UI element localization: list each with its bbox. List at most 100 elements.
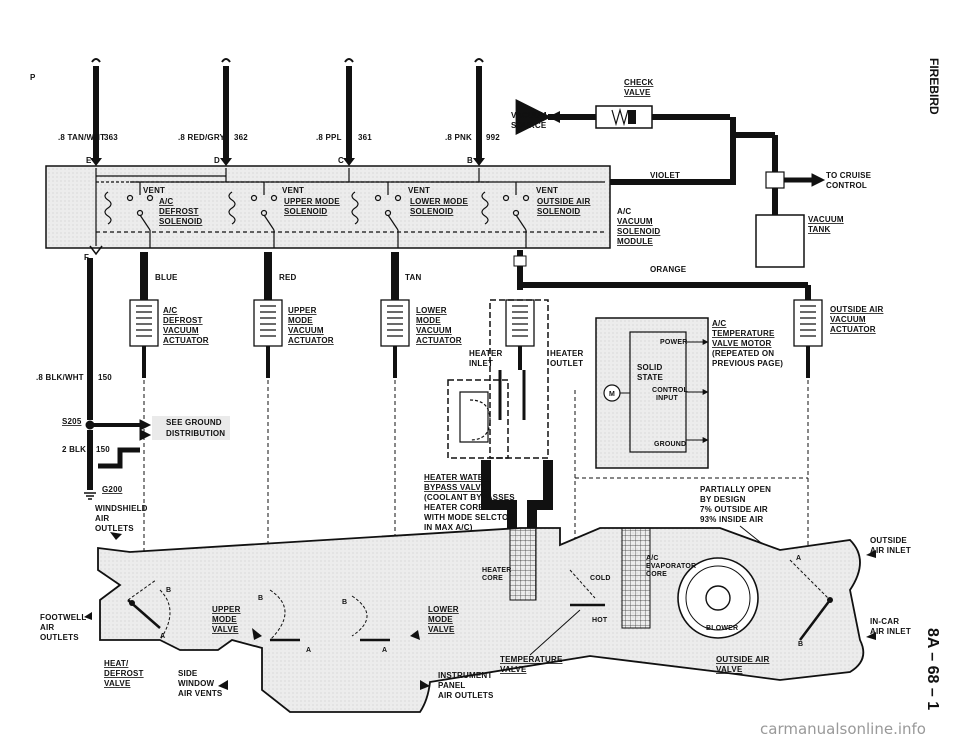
page-number: 8A – 68 – 1 xyxy=(924,628,941,710)
door-a-1: A xyxy=(160,633,165,640)
lower-mode-valve-l1: LOWER xyxy=(428,605,459,614)
door-a-2: A xyxy=(306,647,311,654)
solenoid-lower-l1: LOWER MODE xyxy=(410,197,468,206)
heat-defrost-l3: VALVE xyxy=(104,679,131,688)
temperature-valve-l1: TEMPERATURE xyxy=(500,655,563,664)
motor-power: POWER xyxy=(660,339,687,346)
partially-open-l3: 7% OUTSIDE AIR xyxy=(700,505,768,514)
side-window-l1: SIDE xyxy=(178,669,198,678)
windshield-l3: OUTLETS xyxy=(95,524,134,533)
motor-ground: GROUND xyxy=(654,441,686,448)
ground-wire-circuit: 150 xyxy=(98,373,112,382)
module-label-l1: A/C xyxy=(617,207,631,216)
door-a-3: A xyxy=(382,647,387,654)
vent-label-3: VENT xyxy=(408,186,430,195)
bypass-l2: BYPASS VALVE xyxy=(424,483,487,492)
vent-label-1: VENT xyxy=(143,186,165,195)
act-outside-l1: OUTSIDE AIR xyxy=(830,305,883,314)
lower-mode-valve-l2: MODE xyxy=(428,615,453,624)
outside-air-valve-l2: VALVE xyxy=(716,665,743,674)
module-label-l2: VACUUM xyxy=(617,217,653,226)
splice-label: S205 xyxy=(62,417,82,426)
temp-motor-l4: (REPEATED ON xyxy=(712,349,774,358)
ground-wire2-gauge: 2 BLK xyxy=(62,445,86,454)
side-window-l2: WINDOW xyxy=(178,679,215,688)
watermark: carmanualsonline.info xyxy=(760,720,926,738)
solenoid-defrost-l2: DEFROST xyxy=(159,207,199,216)
solenoid-lower-l2: SOLENOID xyxy=(410,207,453,216)
evap-core-l2: EVAPORATOR xyxy=(646,563,696,570)
footwell-l2: AIR xyxy=(40,623,54,632)
in-car-inlet-l1: IN-CAR xyxy=(870,617,899,626)
heater-outlet-l2: OUTLET xyxy=(550,359,583,368)
lower-mode-valve-l3: VALVE xyxy=(428,625,455,634)
footwell-l3: OUTLETS xyxy=(40,633,79,642)
side-title: FIREBIRD xyxy=(927,58,941,115)
act-lower-l2: MODE xyxy=(416,316,441,325)
act-lower-l1: LOWER xyxy=(416,306,447,315)
ground-wire-gauge: .8 BLK/WHT xyxy=(36,373,84,382)
heat-defrost-l2: DEFROST xyxy=(104,669,144,678)
temp-motor-l3: VALVE MOTOR xyxy=(712,339,772,348)
temperature-valve-l2: VALVE xyxy=(500,665,527,674)
act-outside-l3: ACTUATOR xyxy=(830,325,876,334)
violet-vacuum-line xyxy=(610,117,826,215)
orange-hose xyxy=(513,250,811,300)
solid-state-l2: STATE xyxy=(637,373,663,382)
wire-e-gauge: .8 TAN/WHT xyxy=(58,133,105,142)
solenoid-module-panel xyxy=(45,165,611,249)
act-lower-l4: ACTUATOR xyxy=(416,336,462,345)
heater-plumbing xyxy=(447,299,553,530)
vent-label-2: VENT xyxy=(282,186,304,195)
check-valve xyxy=(515,99,730,135)
terminal-e: E xyxy=(86,156,92,165)
bypass-l5: WITH MODE SELCTOR xyxy=(424,513,514,522)
check-valve-l2: VALVE xyxy=(624,88,651,97)
temp-motor-l2: TEMPERATURE xyxy=(712,329,775,338)
wire-c-circuit: 361 xyxy=(358,133,372,142)
act-upper-l3: VACUUM xyxy=(288,326,324,335)
violet-label: VIOLET xyxy=(650,171,680,180)
hot-label: HOT xyxy=(592,617,608,624)
footwell-l1: FOOTWELL xyxy=(40,613,86,622)
terminal-b: B xyxy=(467,156,473,165)
upper-mode-valve-l2: MODE xyxy=(212,615,237,624)
act-upper-l2: MODE xyxy=(288,316,313,325)
heat-defrost-l1: HEAT/ xyxy=(104,659,129,668)
heater-outlet-l1: HEATER xyxy=(550,349,584,358)
module-label-l4: MODULE xyxy=(617,237,653,246)
in-car-inlet-l2: AIR INLET xyxy=(870,627,911,636)
door-b-3: B xyxy=(342,599,347,606)
ground-wire xyxy=(84,258,152,500)
see-ground-l2: DISTRIBUTION xyxy=(166,429,225,438)
bypass-l1: HEATER WATER xyxy=(424,473,489,482)
heater-core-l1: HEATER xyxy=(482,567,511,574)
partially-open-l2: BY DESIGN xyxy=(700,495,746,504)
hose-tan: TAN xyxy=(405,273,421,282)
upper-mode-valve-l1: UPPER xyxy=(212,605,241,614)
temp-motor-l5: PREVIOUS PAGE) xyxy=(712,359,783,368)
bypass-l4: HEATER CORE xyxy=(424,503,484,512)
act-outside-l2: VACUUM xyxy=(830,315,866,324)
solenoid-outside-l1: OUTSIDE AIR xyxy=(537,197,590,206)
ground-wire2-circuit: 150 xyxy=(96,445,110,454)
act-defrost-l3: VACUUM xyxy=(163,326,199,335)
solenoid-upper-l1: UPPER MODE xyxy=(284,197,340,206)
solenoid-outside-l2: SOLENOID xyxy=(537,207,580,216)
wire-d-circuit: 362 xyxy=(234,133,248,142)
solenoid-upper-l2: SOLENOID xyxy=(284,207,327,216)
control-input-l2: INPUT xyxy=(656,395,679,402)
terminal-f: F xyxy=(84,253,89,262)
solid-state-l1: SOLID xyxy=(637,363,662,372)
check-valve-l1: CHECK xyxy=(624,78,653,87)
corner-mark: P xyxy=(30,73,36,82)
vacuum-tank xyxy=(755,214,805,268)
cold-label: COLD xyxy=(590,575,611,582)
vacuum-tank-l2: TANK xyxy=(808,225,830,234)
wire-harness xyxy=(90,58,485,166)
solenoid-wiring xyxy=(95,168,605,248)
vacuum-source-l1: VACUUM xyxy=(511,111,547,120)
instrument-panel-l1: INSTRUMENT xyxy=(438,671,492,680)
instrument-panel-l3: AIR OUTLETS xyxy=(438,691,494,700)
motor-m-label: M xyxy=(609,391,615,398)
